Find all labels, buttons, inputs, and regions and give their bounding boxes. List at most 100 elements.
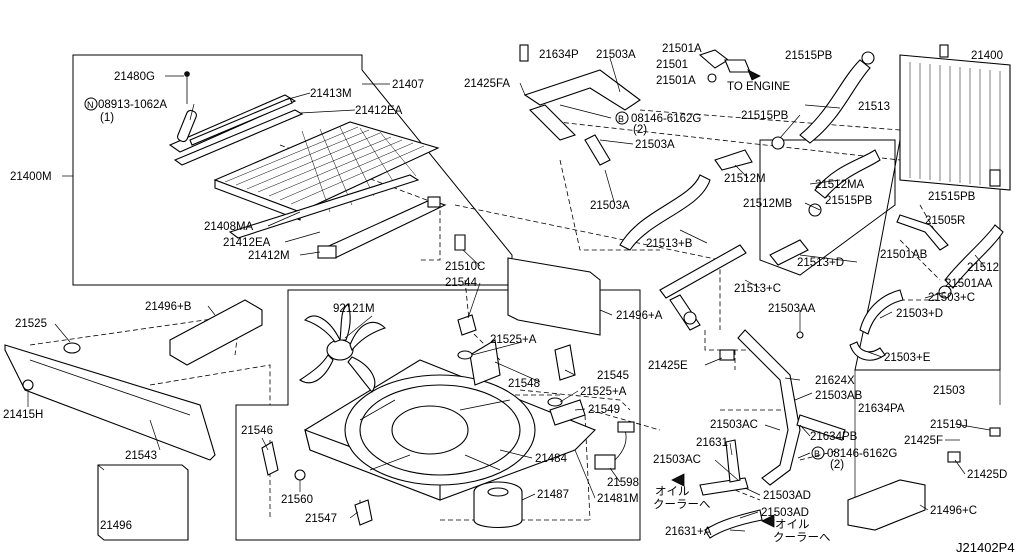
label-21631a: 21631+A	[665, 526, 712, 538]
label-21549: 21549	[588, 404, 620, 416]
part-21413m-inner	[189, 97, 293, 146]
label-08146-6162g-1: 08146-6162G	[631, 113, 701, 125]
part-21634p-pipe	[523, 69, 641, 111]
part-21412ea-upper	[173, 109, 304, 166]
part-21598-plug	[617, 421, 635, 433]
label-21496b: 21496+B	[145, 301, 192, 313]
label-b-symbol-2: B	[814, 449, 820, 459]
lower-right-pipes	[671, 329, 1001, 539]
oil-cooler-arrow-1	[671, 473, 685, 487]
part-21496-edge	[97, 464, 105, 471]
label-21510c: 21510C	[445, 261, 485, 273]
label-21408ma: 21408MA	[204, 221, 254, 233]
label-21503e: 21503+E	[884, 352, 931, 364]
part-21548-bracket	[469, 339, 501, 386]
part-21515pb-clamp-3	[808, 203, 822, 217]
label-21503: 21503	[933, 385, 965, 397]
part-21547-bracket	[354, 499, 373, 526]
label-21519j: 21519J	[930, 419, 968, 431]
label-oil-cooler-2a: オイル	[775, 518, 810, 531]
part-21400-fins	[909, 62, 1001, 187]
right-hose-kit	[849, 214, 1004, 361]
label-21496c: 21496+C	[930, 505, 977, 517]
label-21407: 21407	[392, 79, 424, 91]
label-21547: 21547	[305, 513, 337, 525]
part-21481m-hub	[391, 405, 469, 455]
part-21631a-hose	[704, 509, 763, 539]
label-21515pb-1: 21515PB	[785, 50, 833, 62]
part-21412m-end	[427, 196, 441, 208]
label-21425e: 21425E	[648, 360, 688, 372]
b-circle-symbol-2	[811, 446, 825, 460]
upper-center-hoses	[519, 44, 881, 331]
part-21503e-hose	[849, 341, 886, 361]
part-21480g-bolt	[184, 71, 190, 77]
label-21480g: 21480G	[114, 71, 155, 83]
part-21512-hose	[944, 224, 1004, 289]
part-21412m-clip	[317, 245, 337, 259]
label-21512m: 21512M	[724, 173, 766, 185]
label-21513d: 21513+D	[797, 257, 844, 269]
part-21400-cap	[939, 44, 949, 58]
part-21501a-clamp-2	[707, 73, 717, 83]
label-08146-6162g-2: 08146-6162G	[827, 448, 897, 460]
part-21412m-bracket	[318, 199, 447, 259]
label-21503ad-2: 21503AD	[761, 507, 809, 519]
label-21560: 21560	[281, 494, 313, 506]
label-21400m: 21400M	[10, 171, 52, 183]
part-21634pa-pipe	[737, 329, 801, 486]
label-08913-qty: (1)	[100, 112, 114, 124]
label-21634pb: 21634PB	[810, 431, 858, 443]
label-to-engine: TO ENGINE	[727, 81, 790, 93]
part-21503ac-hose	[699, 477, 749, 496]
label-21503a-3: 21503A	[590, 200, 630, 212]
label-21544: 21544	[445, 277, 478, 289]
strut-3	[459, 399, 511, 411]
label-n-symbol: N	[87, 100, 94, 110]
part-21400-drain	[989, 169, 1001, 187]
label-21513b: 21513+B	[646, 238, 693, 250]
oil-cooler-arrow-2	[761, 514, 775, 528]
label-21501: 21501	[656, 59, 688, 71]
label-21515pb-2: 21515PB	[741, 110, 789, 122]
label-21501a-1: 21501A	[662, 43, 702, 55]
label-21525a-2: 21525+A	[580, 386, 627, 398]
part-21512ma-hose	[814, 149, 881, 199]
label-oil-cooler-1b: クーラーへ	[653, 498, 711, 511]
part-21503aa-clip	[796, 331, 804, 339]
guide-5	[539, 109, 901, 161]
part-21598-connector	[594, 454, 616, 470]
label-21503a-1: 21503A	[596, 49, 636, 61]
part-21631-pipe	[725, 439, 741, 483]
to-engine-arrow	[747, 69, 761, 81]
part-21634pb-pipe	[796, 414, 846, 441]
part-21408ma-fins	[224, 126, 425, 213]
part-21480g-hose	[177, 109, 197, 143]
label-21545: 21545	[597, 370, 629, 382]
part-21400-radiator	[899, 54, 1011, 191]
part-21425fa-clip	[519, 44, 529, 62]
label-21513: 21513	[858, 101, 890, 113]
part-21503a-hose	[584, 134, 611, 166]
part-21496-insulator	[97, 464, 189, 541]
label-92121m: 92121M	[333, 303, 375, 315]
guide-7	[519, 389, 661, 431]
guide-3	[454, 159, 721, 330]
label-21543: 21543	[125, 450, 157, 462]
label-21525a-1: 21525+A	[490, 334, 537, 346]
label-21496a: 21496+A	[616, 310, 663, 322]
strut-2	[464, 454, 501, 471]
part-21512m-hose	[714, 149, 753, 171]
labels: 21480G N 08913-1062A (1) 21413M 21407 21…	[3, 43, 1015, 555]
part-92121m-fan	[299, 303, 387, 393]
part-21503d-hose	[859, 289, 904, 335]
part-21487-motor-body	[473, 492, 523, 528]
label-oil-cooler-1a: オイル	[655, 485, 690, 498]
n-circle-symbol	[84, 97, 98, 111]
label-oil-cooler-2b: クーラーへ	[773, 531, 831, 544]
label-21512ma: 21512MA	[815, 179, 865, 191]
label-21503ab: 21503AB	[815, 390, 863, 402]
label-21503ac-2: 21503AC	[653, 454, 701, 466]
label-21634p: 21634P	[539, 49, 579, 61]
part-21496a-insulator	[507, 257, 601, 336]
